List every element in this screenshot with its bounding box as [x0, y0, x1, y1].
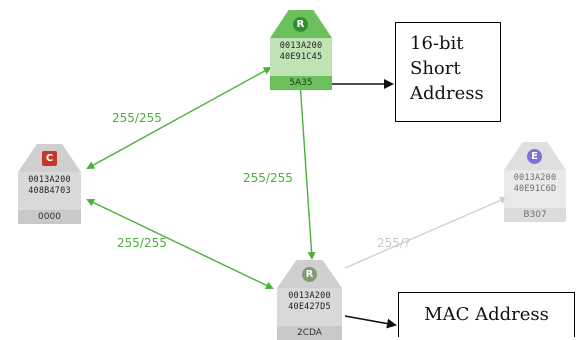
coordinator-badge-icon: C [42, 151, 57, 166]
short-address: 5A35 [270, 76, 332, 90]
router-node-body: 0013A200 40E91C45 5A35 [270, 38, 332, 90]
router-node-body: 0013A200 40E427D5 2CDA [277, 288, 342, 340]
link-top-to-bottom [296, 80, 316, 260]
link-bottom-to-end-device [344, 196, 508, 269]
link-coordinator-to-bottom [86, 198, 274, 290]
end-device-node-body: 0013A200 40E91C6D B307 [504, 170, 566, 222]
router-node-bottom[interactable]: 0013A200 40E427D5 2CDA R [277, 260, 342, 340]
mac-address: 0013A200 40E91C45 [279, 41, 323, 62]
end-device-badge-icon: E [527, 149, 542, 164]
coordinator-node-body: 0013A200 408B4703 0000 [18, 172, 81, 224]
link-label-coordinator-bottom: 255/255 [117, 236, 167, 250]
short-address: 2CDA [277, 326, 342, 340]
callout-line: 16-bit [410, 33, 464, 54]
mac-address-callout: MAC Address [398, 292, 575, 337]
router-badge-icon: R [302, 267, 317, 282]
end-device-node[interactable]: 0013A200 40E91C6D B307 E [504, 142, 566, 222]
mac-address: 0013A200 408B4703 [28, 175, 71, 196]
callout-line: Address [410, 83, 484, 104]
short-address: B307 [504, 208, 566, 222]
link-label-top-bottom: 255/255 [243, 171, 293, 185]
link-label-bottom-end-device: 255/? [377, 236, 410, 250]
short-address: 0000 [18, 210, 81, 224]
router-node-top[interactable]: 0013A200 40E91C45 5A35 R [270, 10, 332, 90]
link-top-to-coordinator [86, 67, 272, 169]
link-label-top-coordinator: 255/255 [112, 111, 162, 125]
callout-arrow-mac-address [344, 315, 397, 329]
mac-address: 0013A200 40E91C6D [513, 173, 557, 194]
router-badge-icon: R [293, 17, 308, 32]
coordinator-node[interactable]: 0013A200 408B4703 0000 C [18, 144, 81, 224]
mac-address: 0013A200 40E427D5 [288, 291, 331, 312]
callout-line: MAC Address [424, 304, 549, 325]
short-address-callout: 16-bit Short Address [395, 22, 501, 122]
callout-line: Short [410, 58, 461, 79]
